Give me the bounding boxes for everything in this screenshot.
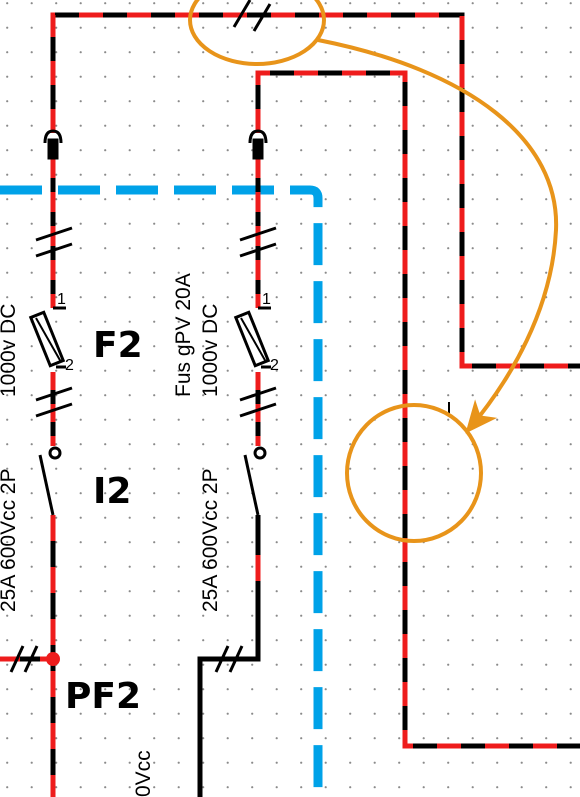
- disconnect-switch-icon: [38, 446, 62, 516]
- annotation-arrow-icon: [188, 0, 559, 543]
- fuse-description: Fus gPV 20A: [172, 273, 195, 397]
- fuse-icon: [233, 306, 271, 369]
- pin-left-bottom: 2: [65, 357, 74, 374]
- enclosure-boundary: [0, 185, 323, 797]
- label-f2: F2: [93, 325, 143, 366]
- label-i2: I2: [93, 471, 131, 512]
- fuse-voltage-left: 1000v DC: [0, 304, 20, 397]
- plug-connector-icon: [43, 129, 63, 160]
- wire-outer-loop: [50, 12, 580, 369]
- disconnect-switch-icon: [243, 446, 267, 516]
- junction-dot-icon: [46, 652, 60, 666]
- switch-rating-left: 25A 600Vcc 2P: [0, 468, 20, 612]
- fuse-icon: [28, 306, 66, 369]
- fuse-voltage: 1000v DC: [199, 304, 222, 397]
- vcc-partial-label: 0Vcc: [132, 750, 155, 797]
- plug-connector-icon: [248, 129, 268, 160]
- wire-inner-loop: [255, 70, 580, 749]
- pin-right-top: 1: [262, 291, 271, 308]
- label-pf2: PF2: [65, 676, 141, 717]
- pin-right-bottom: 2: [270, 357, 279, 374]
- wire-tick-icon: [9, 0, 277, 673]
- pin-left-top: 1: [57, 291, 66, 308]
- switch-rating: 25A 600Vcc 2P: [199, 468, 222, 612]
